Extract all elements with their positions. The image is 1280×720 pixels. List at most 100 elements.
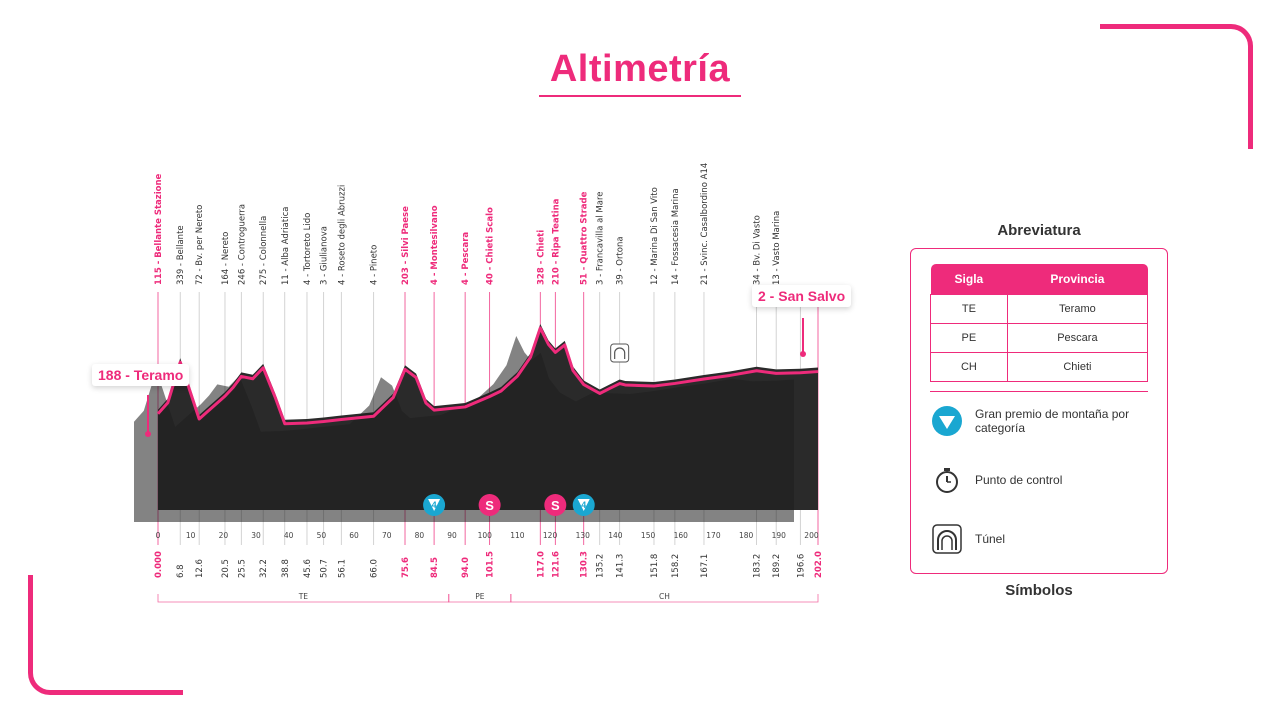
abbreviation-table: Sigla Provincia TE Teramo PE Pescara CH …	[930, 264, 1149, 382]
km-value: 6.8	[176, 564, 186, 578]
x-tick-label: 20	[219, 531, 229, 540]
km-value: 141.3	[616, 554, 626, 578]
waypoint-label: 4 - Pescara	[461, 232, 471, 285]
legend-panel	[910, 248, 1168, 574]
km-value: 66.0	[370, 559, 380, 578]
km-value: 12.6	[195, 559, 205, 578]
stopwatch-icon	[930, 463, 964, 497]
table-cell: Pescara	[1006, 323, 1149, 353]
x-tick-label: 190	[772, 531, 787, 540]
waypoint-label: 4 - Roseto degli Abruzzi	[337, 185, 347, 285]
km-value: 135.2	[596, 554, 606, 578]
sprint-icon	[544, 494, 567, 516]
waypoint-label: 4 - Pineto	[370, 245, 380, 285]
km-value: 158.2	[671, 554, 681, 578]
elevation-area-shadow	[134, 336, 794, 522]
x-tick-label: 90	[447, 531, 457, 540]
abbreviation-title: Abreviatura	[997, 222, 1081, 239]
symbols-title: Símbolos	[1005, 582, 1073, 599]
km-value: 196.6	[796, 554, 806, 578]
waypoint-label: 40 - Chieti Scalo	[486, 207, 496, 285]
table-row: PE Pescara	[930, 323, 1149, 353]
waypoint-label: 115 - Bellante Stazione	[154, 173, 164, 285]
kom-category: 4	[432, 500, 437, 510]
start-callout: 188 - Teramo	[92, 364, 190, 386]
km-value: 25.5	[237, 559, 247, 578]
waypoint-label: 4 - Tortoreto Lido	[303, 213, 313, 285]
province-label: CH	[659, 592, 670, 601]
x-tick-label: 60	[349, 531, 359, 540]
province-label: TE	[298, 592, 309, 601]
legend-item-kom: Gran premio de montaña por categoría	[930, 404, 1160, 438]
table-cell: PE	[930, 323, 1008, 353]
title-underline	[539, 95, 741, 97]
x-tick-label: 160	[674, 531, 689, 540]
table-row: TE Teramo	[930, 294, 1149, 324]
waypoint-label: 51 - Quattro Strade	[580, 191, 590, 285]
column-header: Sigla	[930, 264, 1008, 295]
km-value: 101.5	[486, 551, 496, 578]
x-tick-label: 180	[739, 531, 754, 540]
page-title: Altimetría	[549, 48, 731, 90]
x-tick-label: 140	[608, 531, 623, 540]
x-tick-label: 110	[510, 531, 525, 540]
km-value: 167.1	[700, 554, 710, 578]
x-tick-label: 30	[251, 531, 261, 540]
km-value: 84.5	[430, 557, 440, 578]
finish-marker-dot	[800, 351, 806, 357]
kom-triangle-icon	[577, 499, 590, 511]
corner-decoration-bottom-left	[28, 575, 183, 695]
x-tick-label: 100	[478, 531, 493, 540]
x-tick-label: 200	[804, 531, 819, 540]
table-cell: Teramo	[1006, 294, 1149, 324]
province-bracket	[510, 594, 819, 603]
waypoint-label: 3 - Francavilla al Mare	[596, 192, 606, 286]
waypoint-label: 3 - Giulianova	[320, 226, 330, 285]
km-value: 20.5	[221, 559, 231, 578]
x-tick-label: 0	[156, 531, 161, 540]
kom-category: 4	[581, 500, 586, 510]
legend-divider	[930, 391, 1148, 392]
legend-item-label: Gran premio de montaña por categoría	[975, 407, 1130, 435]
tunnel-icon-arch	[614, 347, 626, 359]
km-value: 38.8	[281, 559, 291, 578]
waypoint-label: 210 - Ripa Teatina	[551, 198, 561, 285]
legend-item-label: Punto de control	[975, 473, 1063, 487]
waypoint-label: 11 - Alba Adriatica	[281, 207, 291, 285]
km-value: 45.6	[303, 559, 313, 578]
table-cell: TE	[930, 294, 1008, 324]
x-tick-label: 120	[543, 531, 558, 540]
sprint-letter: S	[551, 498, 560, 513]
km-value: 130.3	[580, 551, 590, 578]
x-tick-label: 150	[641, 531, 656, 540]
km-value: 117.0	[536, 551, 546, 578]
x-tick-label: 50	[317, 531, 327, 540]
waypoint-label: 246 - Controguerra	[237, 204, 247, 285]
legend-item-checkpoint: Punto de control	[930, 463, 1160, 497]
legend-item-label: Túnel	[975, 532, 1006, 546]
waypoint-label: 13 - Vasto Marina	[772, 211, 782, 285]
waypoint-label: 203 - Silvi Paese	[401, 206, 411, 285]
waypoint-label: 21 - Svinc. Casalbordino A14	[700, 163, 710, 285]
tunnel-icon	[930, 522, 964, 556]
x-tick-label: 10	[186, 531, 196, 540]
km-value: 202.0	[814, 551, 824, 578]
km-value: 94.0	[461, 557, 471, 578]
waypoint-label: 164 - Nereto	[221, 232, 231, 285]
kom-triangle-icon	[930, 404, 964, 438]
start-marker-dot	[145, 431, 151, 437]
corner-decoration-top-right	[1100, 24, 1253, 149]
km-value: 75.6	[401, 557, 411, 578]
x-tick-label: 40	[284, 531, 294, 540]
waypoint-label: 12 - Marina Di San Vito	[650, 187, 660, 285]
province-label: PE	[475, 592, 485, 601]
km-value: 50.7	[320, 559, 330, 578]
km-value: 56.1	[337, 559, 347, 578]
waypoint-label: 34 - Bv. Di Vasto	[753, 215, 763, 285]
waypoint-label: 72 - Bv. per Nereto	[195, 205, 205, 285]
km-value: 0.000	[154, 551, 164, 578]
sprint-icon	[478, 494, 501, 516]
km-value: 121.6	[551, 551, 561, 578]
kom-triangle-icon	[428, 499, 441, 511]
